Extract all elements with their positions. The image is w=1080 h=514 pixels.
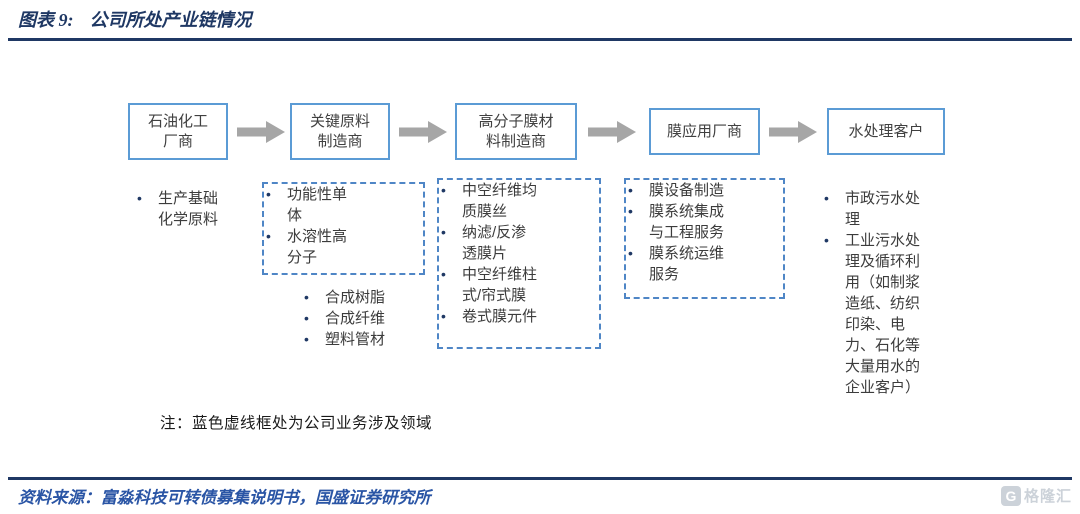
list-item: 膜设备制造 xyxy=(626,180,726,201)
list-item: 纳滤/反渗透膜片 xyxy=(439,222,539,264)
list-item: 膜系统集成与工程服务 xyxy=(626,201,726,243)
source-attribution: 资料来源：富淼科技可转债募集说明书，国盛证券研究所 xyxy=(18,488,431,507)
list-item: 中空纤维柱式/帘式膜 xyxy=(439,264,539,306)
list-item: 膜系统运维服务 xyxy=(626,243,726,285)
diagram-note: 注：蓝色虚线框处为公司业务涉及领域 xyxy=(160,415,433,432)
footer-divider-line xyxy=(8,477,1072,480)
stage2-dashed-item-list: 功能性单体 水溶性高分子 xyxy=(264,184,350,268)
stage-box-membrane-application: 膜应用厂商 xyxy=(649,108,760,155)
gelonghui-watermark: G 格隆汇 xyxy=(1001,485,1072,506)
gelonghui-logo-icon: G xyxy=(1001,485,1021,506)
stage-box-petrochemical: 石油化工厂商 xyxy=(128,103,228,160)
list-item: 水溶性高分子 xyxy=(264,226,350,268)
list-item: 卷式膜元件 xyxy=(439,306,539,327)
company-business-dashed-box-stage3: 中空纤维均质膜丝 纳滤/反渗透膜片 中空纤维柱式/帘式膜 卷式膜元件 xyxy=(437,178,601,349)
flow-arrow-icon xyxy=(237,121,285,143)
flow-arrow-icon xyxy=(588,121,636,143)
stage-box-raw-material: 关键原料制造商 xyxy=(290,103,390,160)
company-business-dashed-box-stage4: 膜设备制造 膜系统集成与工程服务 膜系统运维服务 xyxy=(624,178,785,299)
flow-arrow-icon xyxy=(769,121,817,143)
figure-label: 图表 9: xyxy=(18,10,74,30)
stage4-dashed-item-list: 膜设备制造 膜系统集成与工程服务 膜系统运维服务 xyxy=(626,180,726,285)
list-item: 合成树脂 xyxy=(302,287,388,308)
stage-box-membrane-material: 高分子膜材料制造商 xyxy=(455,103,577,160)
list-item: 功能性单体 xyxy=(264,184,350,226)
figure-title: 图表 9: 公司所处产业链情况 xyxy=(18,6,252,32)
list-item: 工业污水处理及循环利用（如制浆造纸、纺织印染、电力、石化等大量用水的企业客户） xyxy=(822,230,923,398)
flow-arrow-icon xyxy=(399,121,447,143)
stage3-dashed-item-list: 中空纤维均质膜丝 纳滤/反渗透膜片 中空纤维柱式/帘式膜 卷式膜元件 xyxy=(439,180,539,327)
figure-title-text: 公司所处产业链情况 xyxy=(89,10,252,30)
gelonghui-logo-text: 格隆汇 xyxy=(1024,488,1073,505)
stage2-item-list: 合成树脂 合成纤维 塑料管材 xyxy=(302,287,388,350)
list-item: 合成纤维 xyxy=(302,308,388,329)
list-item: 市政污水处理 xyxy=(822,188,923,230)
stage5-item-list: 市政污水处理 工业污水处理及循环利用（如制浆造纸、纺织印染、电力、石化等大量用水… xyxy=(822,188,923,398)
company-business-dashed-box-stage2: 功能性单体 水溶性高分子 xyxy=(262,182,425,275)
list-item: 塑料管材 xyxy=(302,329,388,350)
stage1-item-list: 生产基础化学原料 xyxy=(135,188,220,230)
list-item: 生产基础化学原料 xyxy=(135,188,220,230)
stage-box-water-treatment: 水处理客户 xyxy=(827,108,945,155)
title-divider-line xyxy=(8,38,1072,41)
list-item: 中空纤维均质膜丝 xyxy=(439,180,539,222)
